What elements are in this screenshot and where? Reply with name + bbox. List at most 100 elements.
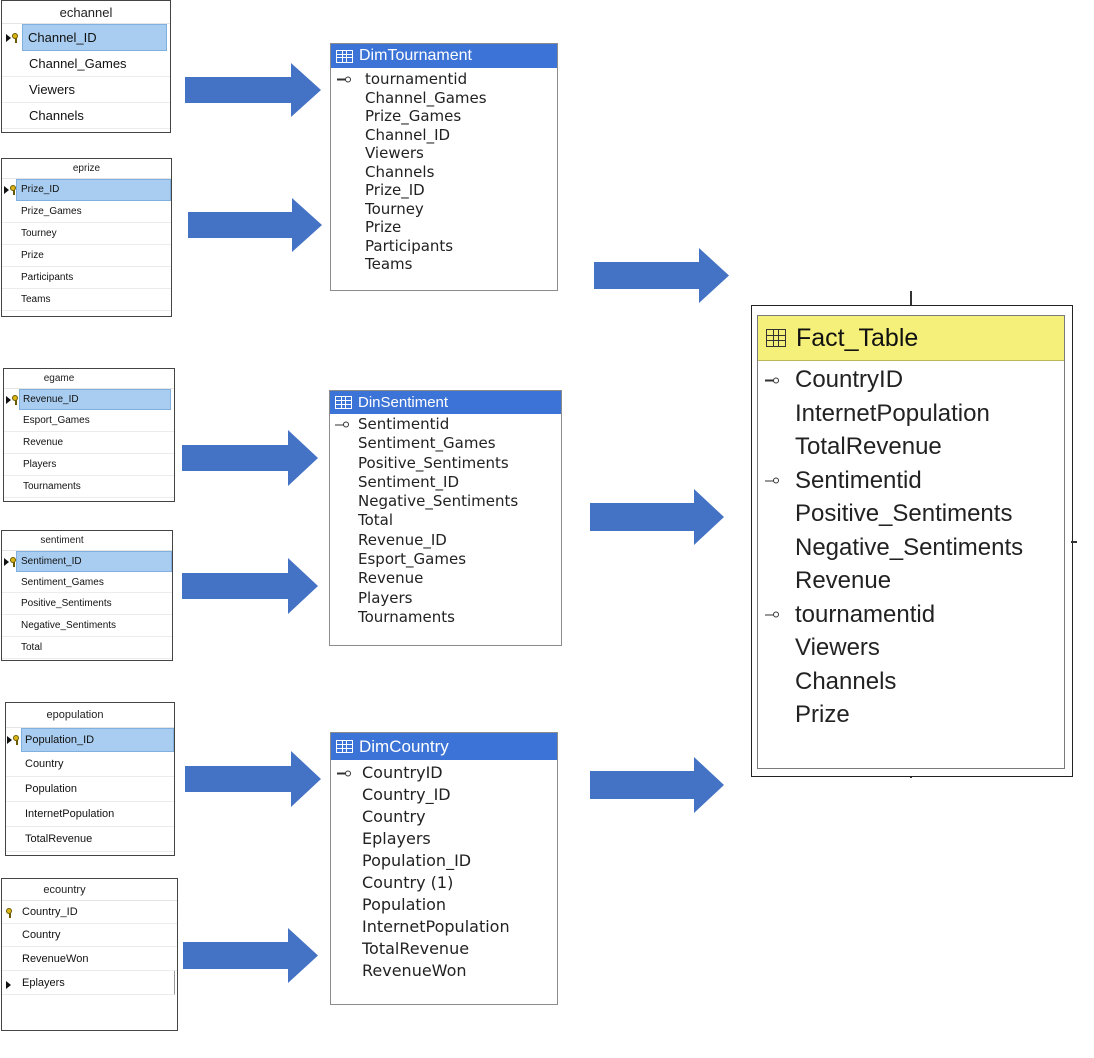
dim-field[interactable]: CountryID <box>331 762 557 784</box>
fact-field[interactable]: CountryID <box>765 366 903 394</box>
source-row[interactable]: Prize_Games <box>2 201 171 223</box>
dim-field[interactable]: Tourney <box>331 200 557 219</box>
source-row[interactable]: Prize <box>2 245 171 267</box>
fact-field[interactable]: Positive_Sentiments <box>795 500 1012 528</box>
source-row[interactable]: Population_ID <box>21 728 174 752</box>
primary-key-marker <box>7 735 20 745</box>
fact-field-label: Sentimentid <box>795 466 922 494</box>
source-row[interactable]: Esport_Games <box>4 410 174 432</box>
arrow-shape <box>185 751 321 807</box>
dim-field[interactable]: Positive_Sentiments <box>330 454 561 473</box>
dim-field[interactable]: Channel_ID <box>331 126 557 145</box>
dim-field[interactable]: Players <box>330 589 561 608</box>
source-row[interactable]: Eplayers <box>2 971 175 995</box>
arrow-right-icon <box>185 751 321 807</box>
source-row[interactable]: Population <box>6 777 174 802</box>
dim-field[interactable]: tournamentid <box>331 70 557 89</box>
dim-field[interactable]: Channel_Games <box>331 89 557 108</box>
dim-field[interactable]: Prize_Games <box>331 107 557 126</box>
dim-table-header[interactable]: DinSentiment <box>330 391 561 414</box>
row-pointer-icon <box>6 396 11 404</box>
source-row[interactable]: Sentiment_ID <box>16 551 172 572</box>
dim-field-label: Sentiment_Games <box>358 434 496 453</box>
dim-table-header[interactable]: DimCountry <box>331 733 557 760</box>
dim-field[interactable]: Sentiment_Games <box>330 434 561 453</box>
fact-field[interactable]: InternetPopulation <box>795 400 990 428</box>
fact-field[interactable]: Sentimentid <box>765 466 922 495</box>
source-row[interactable]: Viewers <box>2 77 170 103</box>
source-row-label: Positive_Sentiments <box>21 598 112 609</box>
dim-field[interactable]: Esport_Games <box>330 550 561 569</box>
source-row[interactable]: Tournaments <box>4 476 174 498</box>
arrow-right-icon <box>590 757 724 813</box>
dim-field[interactable]: Total <box>330 511 561 530</box>
source-row[interactable]: Teams <box>2 289 171 311</box>
source-row[interactable]: InternetPopulation <box>6 802 174 827</box>
source-row[interactable]: Players <box>4 454 174 476</box>
source-table-title: eprize <box>2 159 171 179</box>
source-row[interactable]: Channel_ID <box>22 24 167 51</box>
source-row[interactable]: Participants <box>2 267 171 289</box>
source-row[interactable]: RevenueWon <box>2 947 177 971</box>
source-row[interactable]: Sentiment_Games <box>2 572 172 593</box>
dim-field[interactable]: Country_ID <box>331 784 557 806</box>
source-row[interactable]: Revenue <box>4 432 174 454</box>
dim-field[interactable]: Population <box>331 894 557 916</box>
dim-field-label: RevenueWon <box>362 961 467 980</box>
dim-field[interactable]: Population_ID <box>331 850 557 872</box>
dim-field[interactable]: InternetPopulation <box>331 916 557 938</box>
dim-field[interactable]: Sentiment_ID <box>330 473 561 492</box>
source-row-label: InternetPopulation <box>25 808 115 820</box>
dim-field[interactable]: TotalRevenue <box>331 938 557 960</box>
dim-field[interactable]: Tournaments <box>330 608 561 627</box>
fact-field[interactable]: Revenue <box>795 567 891 595</box>
source-row[interactable]: Channel_Games <box>2 51 170 77</box>
dim-field[interactable]: Teams <box>331 255 557 274</box>
fact-field[interactable]: Channels <box>795 668 896 696</box>
source-row[interactable]: Prize_ID <box>16 179 171 201</box>
dim-field[interactable]: Revenue <box>330 569 561 588</box>
dim-field-label: Revenue_ID <box>358 530 447 549</box>
source-row-label: Viewers <box>29 82 76 97</box>
source-row[interactable]: Channels <box>2 103 170 129</box>
arrow-right-icon <box>183 928 318 983</box>
source-row[interactable]: Negative_Sentiments <box>2 615 172 637</box>
fact-field[interactable]: TotalRevenue <box>795 433 942 461</box>
fact-field[interactable]: Prize <box>795 701 850 729</box>
arrow-shape <box>590 757 724 813</box>
dim-field[interactable]: Channels <box>331 163 557 182</box>
primary-key-marker <box>6 908 13 918</box>
fact-field[interactable]: Negative_Sentiments <box>795 534 1023 562</box>
dim-field[interactable]: Negative_Sentiments <box>330 492 561 511</box>
dim-field[interactable]: RevenueWon <box>331 960 557 982</box>
dim-field[interactable]: Prize <box>331 218 557 237</box>
fact-field[interactable]: Viewers <box>795 634 880 662</box>
arrow-right-icon <box>590 489 724 545</box>
arrow-shape <box>590 489 724 545</box>
source-row[interactable]: Country <box>2 924 177 947</box>
source-row[interactable]: Revenue_ID <box>19 389 171 410</box>
key-icon <box>10 185 17 195</box>
arrow-right-icon <box>185 63 321 117</box>
fact-table-header[interactable]: Fact_Table <box>758 316 1064 361</box>
dim-field-label: CountryID <box>362 763 443 782</box>
source-row[interactable]: Total <box>2 637 172 659</box>
source-row-label: Eplayers <box>22 977 65 989</box>
dim-field[interactable]: Prize_ID <box>331 181 557 200</box>
dim-field[interactable]: Country (1) <box>331 872 557 894</box>
source-row[interactable]: Country <box>6 752 174 777</box>
source-row[interactable]: Positive_Sentiments <box>2 593 172 615</box>
dim-field[interactable]: Sentimentid <box>330 415 561 434</box>
source-row[interactable]: Country_ID <box>2 901 177 924</box>
dim-field[interactable]: Eplayers <box>331 828 557 850</box>
fact-field[interactable]: tournamentid <box>765 601 935 629</box>
dim-field[interactable]: Participants <box>331 237 557 256</box>
dim-field-list: tournamentid Channel_Games Prize_Games C… <box>331 68 557 274</box>
key-icon <box>13 735 20 745</box>
dim-table-header[interactable]: DimTournament <box>331 44 557 68</box>
source-row[interactable]: Tourney <box>2 223 171 245</box>
dim-field[interactable]: Country <box>331 806 557 828</box>
source-row[interactable]: TotalRevenue <box>6 827 174 852</box>
dim-field[interactable]: Revenue_ID <box>330 531 561 550</box>
dim-field[interactable]: Viewers <box>331 144 557 163</box>
